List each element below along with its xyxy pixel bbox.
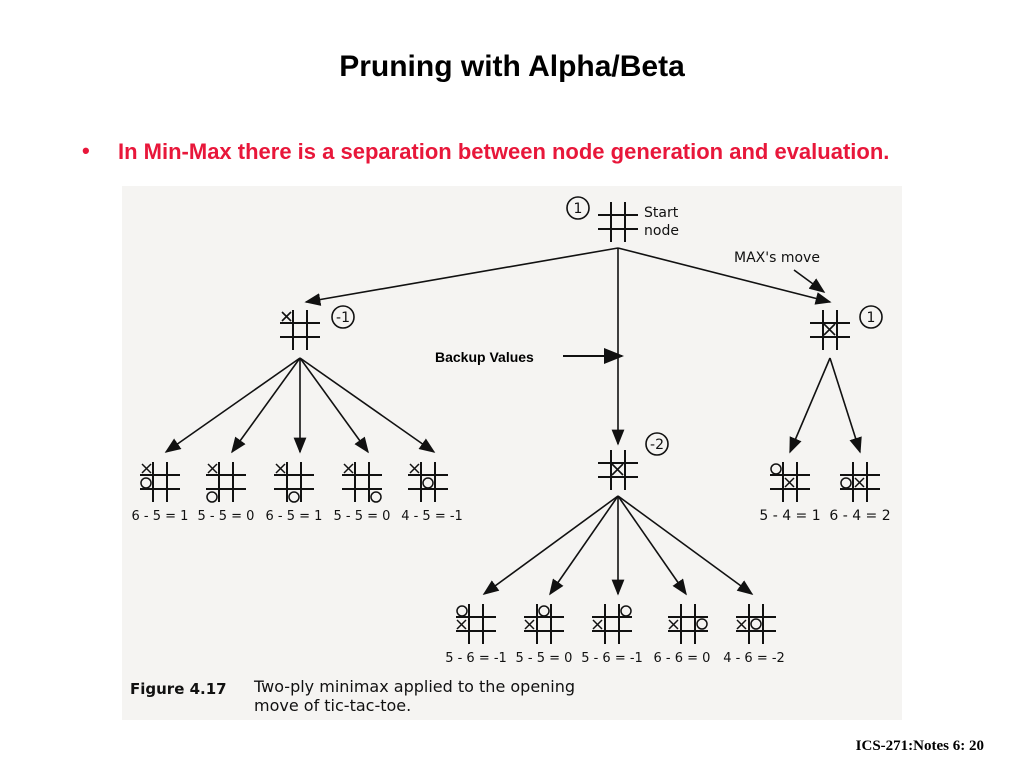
figure-caption-line1: Two-ply minimax applied to the opening	[253, 677, 575, 696]
middle-leaf-3	[591, 603, 633, 645]
left-leaf-1-value: 6 - 5 = 1	[132, 509, 189, 524]
right-leaf-1	[769, 461, 811, 503]
left-leaf-4	[341, 461, 383, 503]
middle-leaf-5-value: 4 - 6 = -2	[723, 651, 785, 666]
figure-caption-label: Figure 4.17	[130, 680, 227, 698]
right-edges	[789, 357, 862, 454]
left-edges	[164, 357, 436, 454]
right-leaf-1-value: 5 - 4 = 1	[759, 508, 820, 524]
middle-leaf-4-value: 6 - 6 = 0	[654, 651, 711, 666]
middle-min-node: -2	[597, 432, 669, 491]
left-leaf-3	[273, 461, 315, 503]
left-leaf-5-value: 4 - 5 = -1	[401, 509, 463, 524]
left-leaf-1	[139, 461, 181, 503]
root-value-circle	[566, 196, 590, 220]
start-label-line2: node	[644, 223, 679, 239]
backup-values-label: Backup Values	[435, 349, 534, 365]
minimax-figure: 1 Start node MAX's move Backup Values -1…	[122, 186, 902, 720]
middle-leaf-3-value: 5 - 6 = -1	[581, 651, 643, 666]
root-value: 1	[574, 201, 583, 217]
middle-node-value: -2	[650, 437, 664, 453]
middle-leaf-5	[735, 603, 777, 645]
right-leaves: 5 - 4 = 1 6 - 4 = 2	[759, 461, 891, 524]
middle-leaf-1	[455, 603, 497, 645]
left-leaf-2-value: 5 - 5 = 0	[198, 509, 255, 524]
left-leaf-3-value: 6 - 5 = 1	[266, 509, 323, 524]
right-leaf-2	[839, 461, 881, 503]
slide-title: Pruning with Alpha/Beta	[339, 50, 685, 83]
left-node-value: -1	[336, 310, 350, 326]
right-leaf-2-value: 6 - 4 = 2	[829, 508, 890, 524]
bullet-marker: •	[82, 138, 90, 163]
left-leaves: 6 - 5 = 1 5 - 5 = 0 6 - 5 = 1 5 - 5 = 0 …	[132, 461, 463, 524]
middle-leaf-1-value: 5 - 6 = -1	[445, 651, 507, 666]
middle-leaf-2-value: 5 - 5 = 0	[516, 651, 573, 666]
middle-edges	[482, 495, 754, 596]
root-edges	[304, 247, 832, 446]
middle-leaf-2	[523, 603, 565, 645]
max-move-label: MAX's move	[734, 250, 820, 266]
minimax-tree-diagram: 1 Start node MAX's move Backup Values -1…	[130, 196, 891, 715]
left-leaf-2	[205, 461, 247, 503]
right-node-value: 1	[867, 310, 876, 326]
left-leaf-4-value: 5 - 5 = 0	[334, 509, 391, 524]
figure-caption-line2: move of tic-tac-toe.	[254, 696, 411, 715]
middle-leaves: 5 - 6 = -1 5 - 5 = 0 5 - 6 = -1 6 - 6 = …	[445, 603, 785, 666]
start-label-line1: Start	[644, 205, 679, 221]
root-node: 1 Start node	[566, 196, 679, 243]
left-leaf-5	[407, 461, 449, 503]
bullet-text: In Min-Max there is a separation between…	[118, 139, 890, 164]
left-min-node: -1	[279, 305, 355, 351]
slide-footer: ICS-271:Notes 6: 20	[855, 738, 984, 754]
right-min-node: 1	[809, 305, 883, 351]
middle-leaf-4	[667, 603, 709, 645]
